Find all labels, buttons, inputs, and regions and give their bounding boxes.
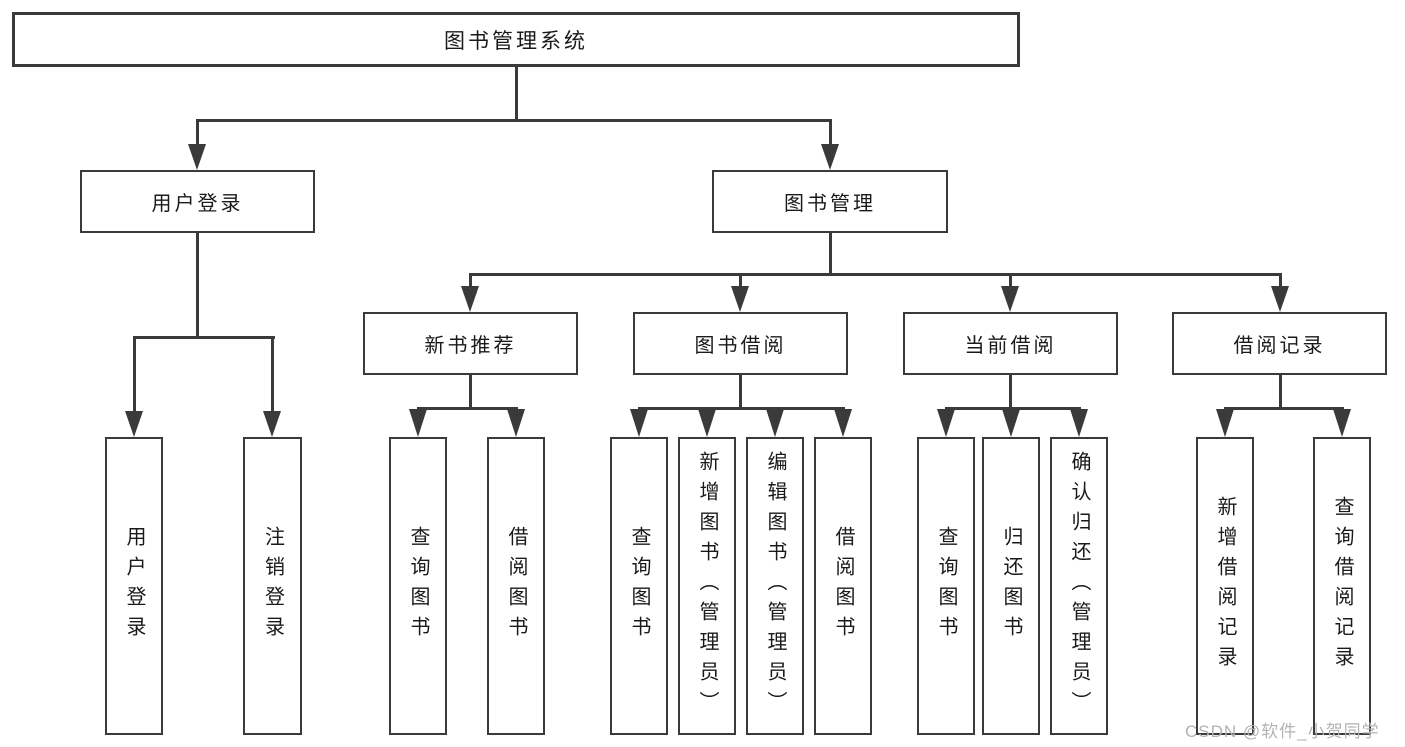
- node-current-borrow: 当前借阅: [903, 312, 1118, 375]
- node-new-book-recommend: 新书推荐: [363, 312, 578, 375]
- arrow-down-icon: [461, 286, 479, 312]
- node-label: 注销登录: [261, 526, 284, 646]
- node-label: 查询图书: [407, 526, 429, 646]
- connector-line: [739, 375, 742, 408]
- connector-line: [1009, 275, 1012, 289]
- node-query-borrow-record: 查询借阅记录: [1313, 437, 1371, 735]
- connector-line: [638, 407, 845, 410]
- arrow-down-icon: [937, 409, 955, 437]
- node-confirm-return-admin: 确认归还（管理员）: [1050, 437, 1108, 735]
- connector-line: [469, 375, 472, 408]
- node-query-books-current: 查询图书: [917, 437, 975, 735]
- arrow-down-icon: [1001, 286, 1019, 312]
- node-system: 图书管理系统: [12, 12, 1020, 67]
- node-add-book-admin: 新增图书（管理员）: [678, 437, 736, 735]
- arrow-down-icon: [834, 409, 852, 437]
- connector-line: [469, 275, 472, 289]
- arrow-down-icon: [507, 409, 525, 437]
- arrow-down-icon: [1070, 409, 1088, 437]
- connector-line: [196, 121, 199, 148]
- node-return-book: 归还图书: [982, 437, 1040, 735]
- connector-line: [739, 275, 742, 289]
- node-label: 借阅图书: [505, 526, 527, 646]
- arrow-down-icon: [409, 409, 427, 437]
- connector-line: [829, 233, 832, 275]
- arrow-down-icon: [821, 144, 839, 170]
- node-label: 查询借阅记录: [1331, 496, 1353, 676]
- connector-line: [469, 273, 1282, 276]
- arrow-down-icon: [1216, 409, 1234, 437]
- arrow-down-icon: [263, 411, 281, 437]
- node-label: 查询图书: [628, 526, 650, 646]
- node-user-login: 用户登录: [80, 170, 315, 233]
- node-label: 查询图书: [935, 526, 957, 646]
- connector-line: [1279, 375, 1282, 408]
- connector-line: [133, 338, 136, 412]
- arrow-down-icon: [731, 286, 749, 312]
- node-label: 新增借阅记录: [1214, 496, 1236, 676]
- arrow-down-icon: [698, 409, 716, 437]
- node-label: 借阅图书: [832, 526, 854, 646]
- arrow-down-icon: [1271, 286, 1289, 312]
- arrow-down-icon: [630, 409, 648, 437]
- arrow-down-icon: [1333, 409, 1351, 437]
- arrow-down-icon: [1002, 409, 1020, 437]
- connector-line: [196, 119, 832, 122]
- connector-line: [196, 233, 199, 338]
- node-label: 编辑图书（管理员）: [764, 451, 786, 721]
- node-borrow-books-recommend: 借阅图书: [487, 437, 545, 735]
- connector-line: [1009, 375, 1012, 408]
- arrow-down-icon: [188, 144, 206, 170]
- node-book-management: 图书管理: [712, 170, 948, 233]
- csdn-watermark: CSDN @软件_小贺同学: [1185, 722, 1380, 741]
- node-book-borrow: 图书借阅: [633, 312, 848, 375]
- connector-line: [271, 338, 274, 412]
- connector-line: [945, 407, 1081, 410]
- node-label: 新增图书（管理员）: [696, 451, 718, 721]
- node-label: 确认归还（管理员）: [1068, 451, 1090, 721]
- node-query-books-recommend: 查询图书: [389, 437, 447, 735]
- node-edit-book-admin: 编辑图书（管理员）: [746, 437, 804, 735]
- connector-line: [1279, 275, 1282, 289]
- node-borrow-books-leaf: 借阅图书: [814, 437, 872, 735]
- arrow-down-icon: [125, 411, 143, 437]
- node-query-books-borrow: 查询图书: [610, 437, 668, 735]
- node-label: 用户登录: [123, 526, 145, 646]
- node-add-borrow-record: 新增借阅记录: [1196, 437, 1254, 735]
- connector-line: [515, 66, 518, 121]
- connector-line: [133, 336, 275, 339]
- connector-line: [417, 407, 518, 410]
- node-borrow-records: 借阅记录: [1172, 312, 1387, 375]
- arrow-down-icon: [766, 409, 784, 437]
- node-user-login-leaf: 用户登录: [105, 437, 163, 735]
- node-logout: 注销登录: [243, 437, 302, 735]
- connector-line: [829, 121, 832, 148]
- connector-line: [1224, 407, 1344, 410]
- node-label: 归还图书: [1000, 526, 1022, 646]
